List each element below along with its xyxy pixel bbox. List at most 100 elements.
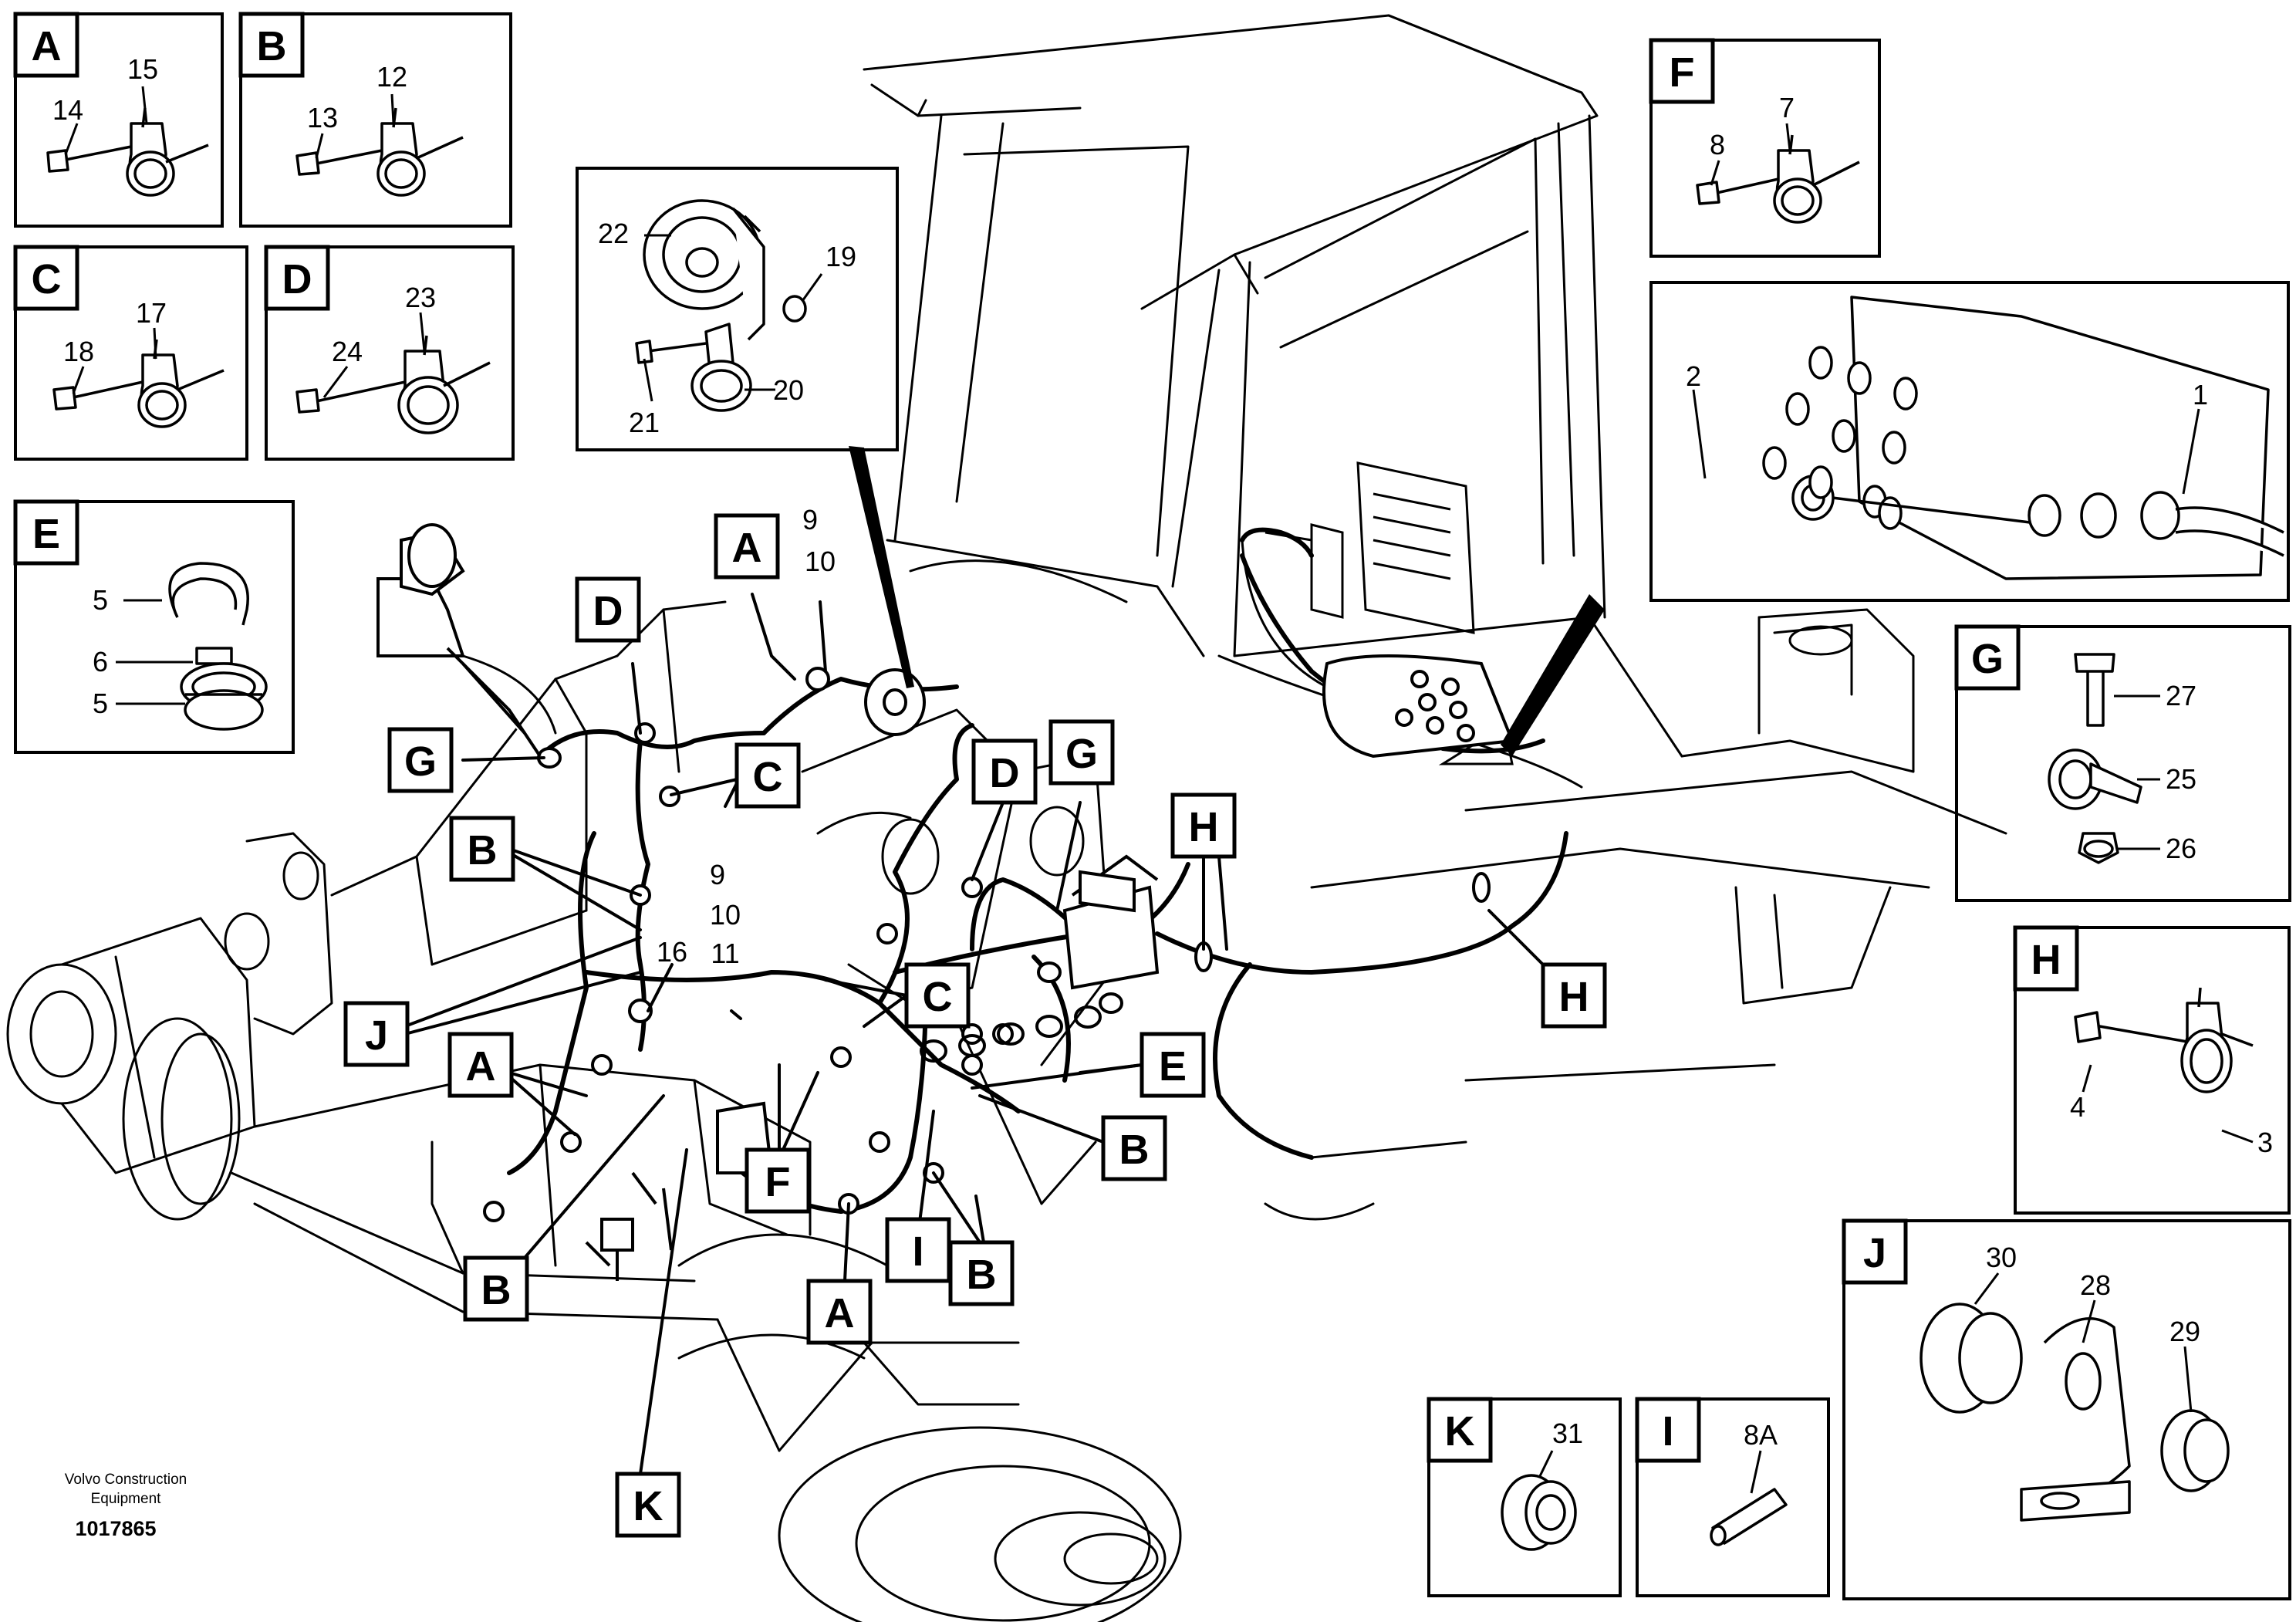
panel-d-drawing [295,335,491,434]
callout-k: K [633,1483,663,1529]
panel-j-letter: J [1863,1230,1886,1276]
panel-i-num-8a: 8A [1744,1419,1778,1451]
connector-plate [1322,654,1514,759]
callout-i: I [912,1228,923,1275]
callout-h-lower: H [1559,974,1589,1020]
callout-a-top: A [732,525,762,571]
plate-panel-drawing [1762,296,2284,580]
panel-h-num-3: 3 [2257,1127,2273,1158]
panel-h-letter: H [2031,937,2061,983]
panel-e-num-5a: 5 [93,584,108,616]
panel-b-letter: B [257,23,287,69]
panel-e-num-6: 6 [93,646,108,678]
horn-num-19: 19 [826,241,856,272]
company-line-2: Equipment [91,1491,162,1507]
panel-b-num-13: 13 [307,102,338,133]
callout-b-right: B [1119,1127,1150,1173]
panel-e-num-5b: 5 [93,688,108,719]
plate-num-1: 1 [2193,379,2208,411]
callout-a-lower: A [825,1290,855,1336]
callout-a-mid: A [466,1043,496,1090]
panel-d-num-23: 23 [405,282,436,313]
panel-d-letter: D [282,256,312,302]
callout-e: E [1159,1043,1187,1090]
electrical-box [1062,854,1160,990]
panel-k-letter: K [1445,1408,1475,1455]
panel-f-drawing [1696,134,1860,224]
letter-boxes [13,12,2079,1538]
detail-panels [14,12,2291,1600]
panel-h-drawing [2074,987,2254,1093]
panel-h-num-4: 4 [2070,1091,2085,1123]
pointer-wedges [849,446,1605,756]
panel-c-drawing [52,339,225,428]
machine-outline [6,14,2007,1622]
work-lamp [376,523,542,758]
callout-b-lower-left: B [481,1267,512,1313]
callout-g-left: G [404,738,437,785]
horn-num-20: 20 [773,374,804,406]
wiring-harness [507,527,1568,1214]
callout-h-top: H [1189,804,1219,850]
callout-c-top: C [753,754,783,800]
clip-drawings [46,107,2284,1551]
panel-k-num-31: 31 [1552,1418,1583,1449]
reference-number: 1017865 [75,1517,156,1540]
leader-lines [403,593,1545,1475]
panel-e-letter: E [32,511,60,557]
panel-b-num-12: 12 [376,61,407,93]
panel-k-drawing [1501,1474,1577,1551]
footer-text: Volvo Construction Equipment 1017865 [65,1472,187,1540]
cable-rings [920,992,1123,1063]
callout-d-top: D [593,588,623,634]
plate-num-2: 2 [1686,360,1701,392]
horn-num-21: 21 [629,407,660,438]
panel-g-drawing [2048,653,2142,864]
horn-num-22: 22 [598,218,629,249]
panel-j-num-28: 28 [2080,1269,2111,1301]
main-num-9-mid: 9 [710,859,725,890]
panel-f-num-8: 8 [1710,129,1725,161]
main-num-16: 16 [657,936,687,968]
panel-c-letter: C [32,256,62,302]
callout-f: F [765,1159,791,1205]
company-line-1: Volvo Construction [65,1472,187,1488]
panel-a-num-14: 14 [52,94,83,126]
callout-g-right: G [1065,731,1098,777]
panel-numbers: 15 14 12 13 17 18 23 24 5 6 5 7 8 27 25 … [52,53,2273,1451]
panel-c-num-17: 17 [136,297,167,329]
panel-i-drawing [1710,1488,1788,1546]
callout-j: J [365,1012,388,1059]
horn-panel-drawing [635,199,807,412]
callout-letters: A D G C B J A F B K A I B B E C D G H H [365,525,1589,1529]
panel-f-letter: F [1670,49,1695,96]
main-num-10-top: 10 [805,546,836,577]
main-num-10-mid: 10 [710,899,741,931]
main-num-9-top: 9 [802,504,818,536]
callout-d-right: D [990,750,1020,796]
panel-c-num-18: 18 [63,336,94,367]
callout-c-mid: C [923,974,953,1020]
horn-on-machine [864,668,926,736]
panel-j-num-30: 30 [1986,1242,2017,1273]
panel-g-num-27: 27 [2166,680,2196,711]
sensors [585,1101,774,1281]
main-num-11-mid: 11 [711,938,739,969]
panel-a-num-15: 15 [127,53,158,85]
panel-f-num-7: 7 [1779,92,1795,123]
panel-j-drawing [1920,1303,2230,1522]
panel-g-letter: G [1971,636,2004,682]
panel-e-drawing [168,562,268,731]
panel-g-num-25: 25 [2166,763,2196,795]
main-numbers: 9 10 9 10 11 16 [657,504,836,969]
panel-g-num-26: 26 [2166,833,2196,864]
panel-leaders [64,86,2254,1494]
panel-j-num-29: 29 [2169,1316,2200,1347]
panel-d-num-24: 24 [332,336,363,367]
panel-i-letter: I [1662,1408,1673,1455]
panel-b-drawing [295,107,464,197]
callout-b-upper: B [468,827,498,874]
panel-letters: A B C D E F G H J K I [32,23,2061,1455]
callout-b-lower: B [967,1252,997,1298]
